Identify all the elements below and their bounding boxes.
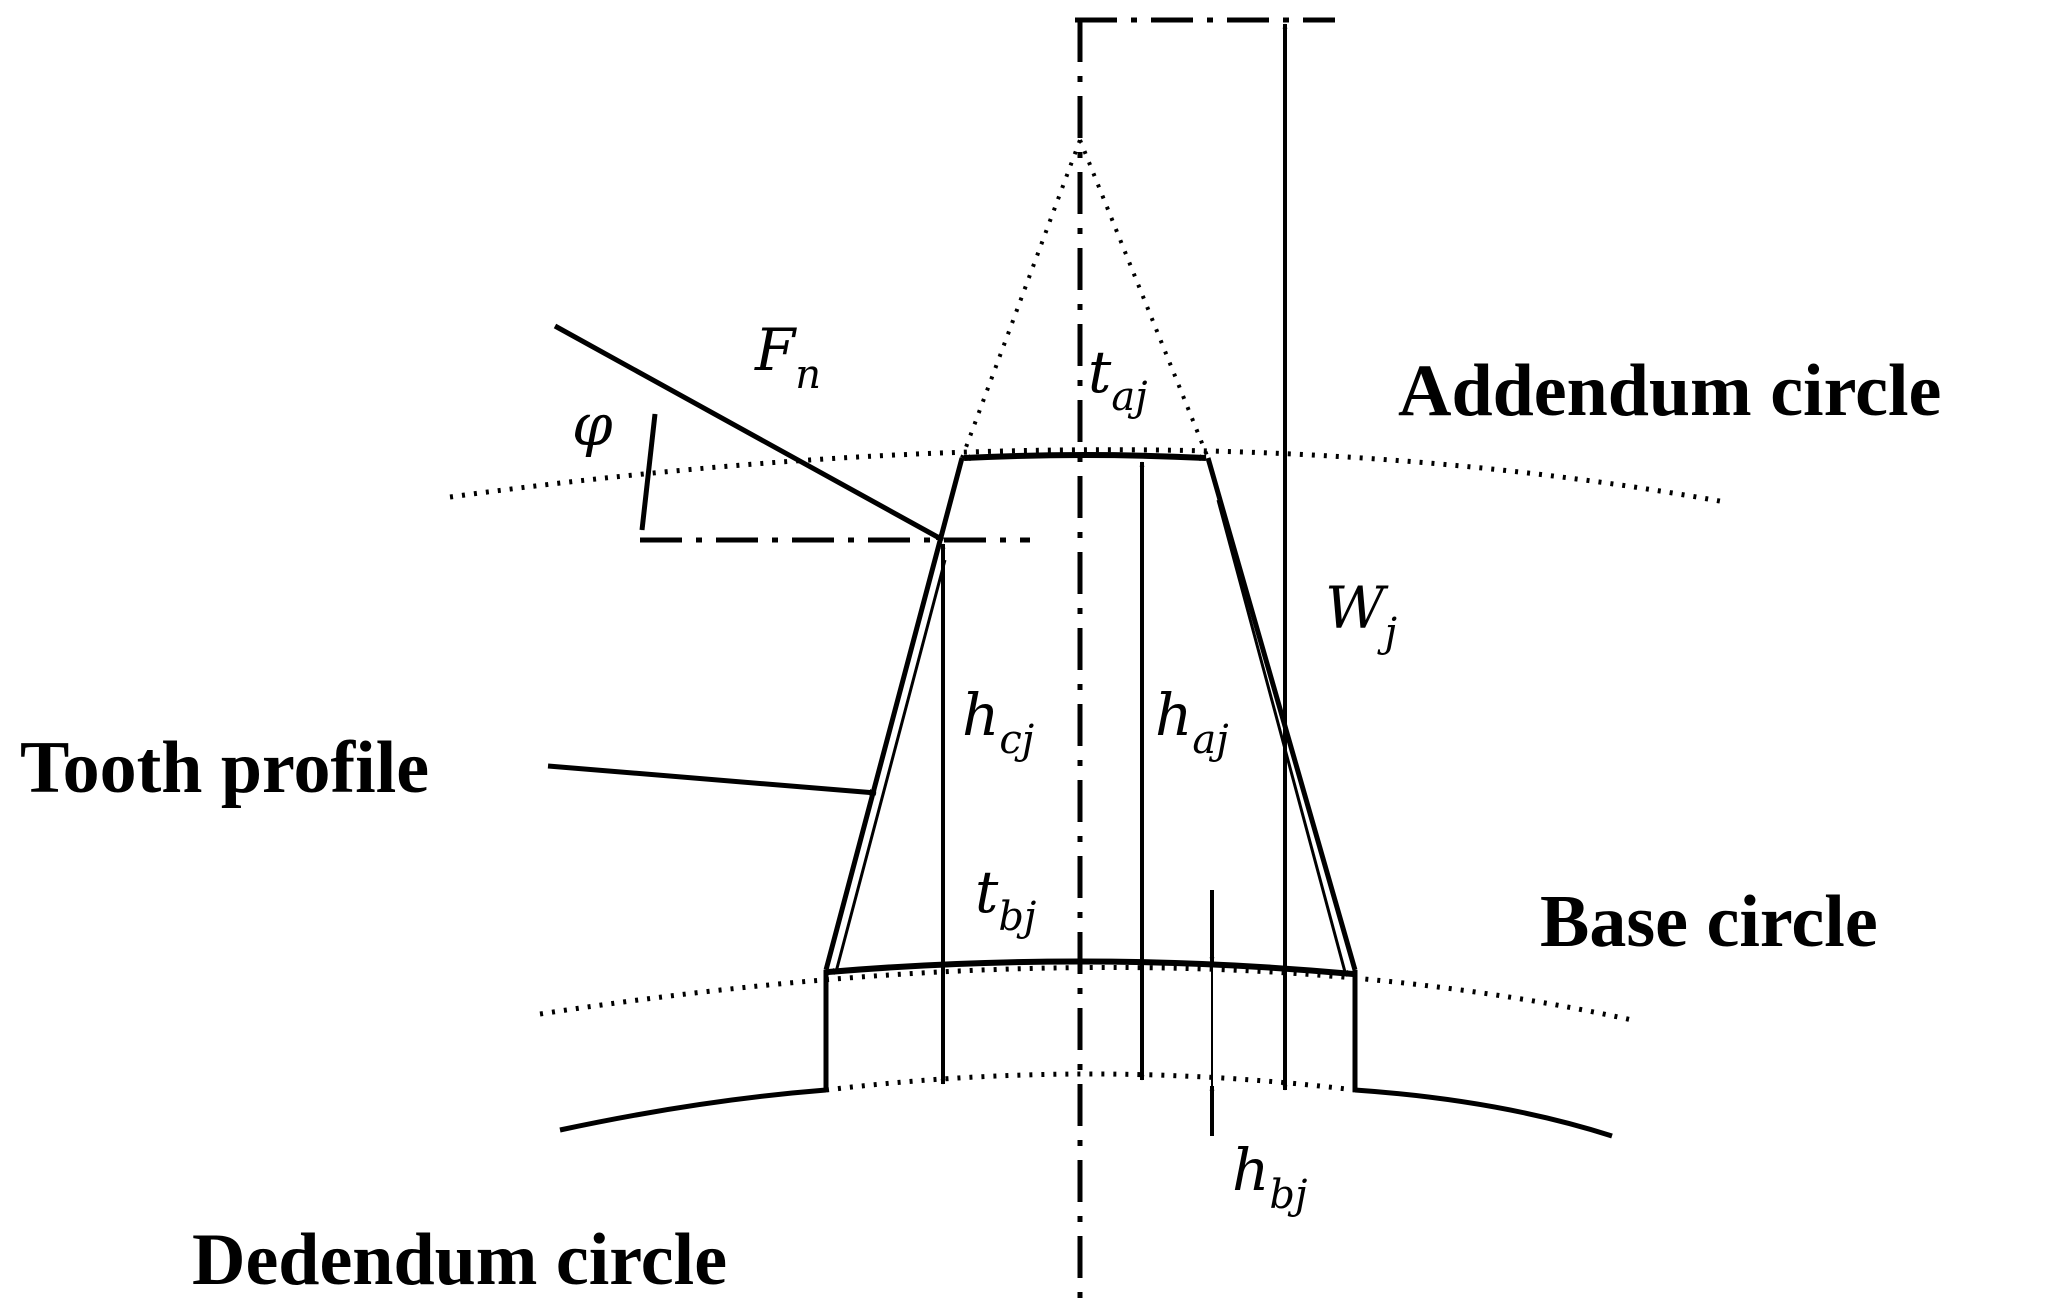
base-thickness-arrow bbox=[827, 958, 1354, 977]
top-thickness-symbol: taj bbox=[1088, 338, 1148, 420]
addendum-height-symbol-sub: aj bbox=[1192, 717, 1228, 763]
contact-height-symbol-main: h bbox=[962, 681, 999, 749]
width-symbol-main: W bbox=[1325, 574, 1389, 642]
top-thickness-symbol-main: t bbox=[1088, 338, 1112, 406]
width-symbol: Wj bbox=[1325, 574, 1397, 656]
contact-height-symbol-sub: cj bbox=[999, 717, 1034, 763]
flank-extension-left bbox=[960, 139, 1082, 459]
tooth-profile-pointer bbox=[547, 763, 877, 796]
dedendum-circle-middle bbox=[825, 1071, 1356, 1093]
base-height-symbol-sub: bj bbox=[1269, 1172, 1307, 1218]
base-circle-label: Base circle bbox=[1540, 881, 1878, 963]
dedendum-circle-label: Dedendum circle bbox=[192, 1219, 727, 1301]
force-symbol: Fn bbox=[754, 316, 821, 398]
force-symbol-sub: n bbox=[795, 352, 821, 398]
tooth-flank-left-inner bbox=[834, 559, 947, 973]
dedendum-circle-left bbox=[559, 1087, 827, 1133]
top-thickness-arrow bbox=[963, 452, 1207, 462]
angle-symbol: φ bbox=[572, 391, 613, 459]
tooth-flank-right-outer bbox=[1205, 457, 1358, 971]
angle-arrow bbox=[639, 413, 658, 531]
angle-symbol-main: φ bbox=[572, 391, 613, 459]
tooth-flank-right-inner bbox=[1216, 499, 1347, 973]
base-height-symbol-main: h bbox=[1232, 1136, 1269, 1204]
tooth-flank-left-outer bbox=[823, 457, 965, 971]
addendum-height-symbol-main: h bbox=[1155, 681, 1192, 749]
addendum-height-symbol: haj bbox=[1155, 681, 1229, 763]
base-circle-arc bbox=[539, 964, 1633, 1023]
force-line bbox=[553, 323, 945, 543]
addendum-circle-label: Addendum circle bbox=[1398, 350, 1941, 432]
base-thickness-symbol-main: t bbox=[975, 858, 999, 926]
contact-height-symbol: hcj bbox=[962, 681, 1034, 763]
base-height-symbol: hbj bbox=[1232, 1136, 1307, 1218]
base-thickness-symbol: tbj bbox=[975, 858, 1036, 940]
force-symbol-main: F bbox=[754, 316, 797, 384]
dedendum-circle-right bbox=[1354, 1087, 1613, 1139]
base-thickness-symbol-sub: bj bbox=[998, 894, 1036, 940]
tooth-profile-label: Tooth profile bbox=[20, 727, 429, 809]
top-thickness-symbol-sub: aj bbox=[1111, 374, 1147, 420]
